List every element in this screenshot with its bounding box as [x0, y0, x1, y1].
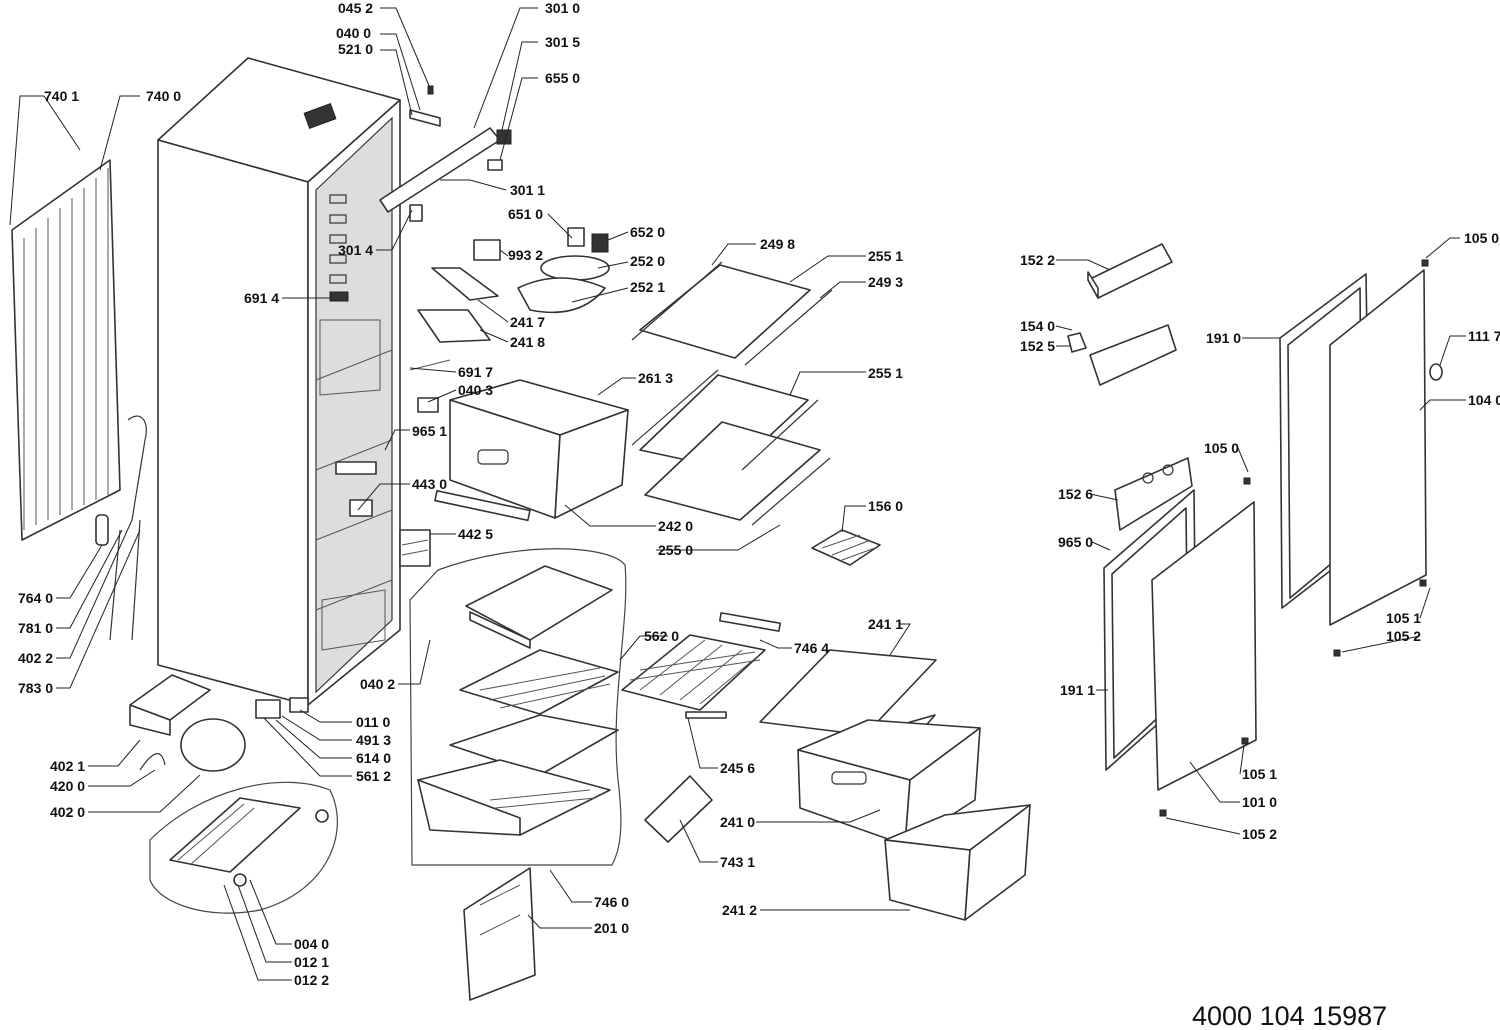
part-labels: 045 2 040 0 521 0 301 0 301 5 655 0 301 …: [18, 0, 1500, 1030]
label-105-0-a: 105 0: [1464, 230, 1499, 246]
label-255-1-b: 255 1: [868, 365, 903, 381]
label-420-0: 420 0: [50, 778, 85, 794]
ice-tray: [811, 529, 881, 566]
upper-glass-shelves: [631, 261, 833, 526]
wire-shelf: [621, 612, 782, 719]
label-491-3: 491 3: [356, 732, 391, 748]
label-562-0: 562 0: [644, 628, 679, 644]
label-442-5: 442 5: [458, 526, 493, 542]
label-191-0: 191 0: [1206, 330, 1241, 346]
leader-lines: [9, 7, 1466, 981]
label-402-0: 402 0: [50, 804, 85, 820]
label-965-1: 965 1: [412, 423, 447, 439]
condenser-coil: [11, 159, 147, 641]
label-746-4: 746 4: [794, 640, 829, 656]
label-691-7: 691 7: [458, 364, 493, 380]
document-number: 4000 104 15987: [1192, 1001, 1387, 1030]
label-241-2: 241 2: [722, 902, 757, 918]
label-156-0: 156 0: [868, 498, 903, 514]
label-011-0: 011 0: [356, 714, 390, 730]
evaporator-cover: [463, 775, 713, 1001]
label-740-1: 740 1: [44, 88, 79, 104]
freezer-evaporator-group: [409, 548, 627, 866]
label-655-0: 655 0: [545, 70, 580, 86]
crisper-drawer: [434, 379, 629, 522]
label-012-2: 012 2: [294, 972, 329, 988]
label-012-1: 012 1: [294, 954, 329, 970]
label-111-7: 111 7: [1468, 328, 1500, 344]
label-152-2: 152 2: [1020, 252, 1055, 268]
label-301-1: 301 1: [510, 182, 545, 198]
label-746-0: 746 0: [594, 894, 629, 910]
label-614-0: 614 0: [356, 750, 391, 766]
label-443-0: 443 0: [412, 476, 447, 492]
label-241-0: 241 0: [720, 814, 755, 830]
thermostat-lamp-parts: [473, 227, 610, 314]
label-191-1: 191 1: [1060, 682, 1095, 698]
label-154-0: 154 0: [1020, 318, 1055, 334]
cabinet-body: [157, 57, 401, 713]
label-301-0: 301 0: [545, 0, 580, 16]
label-105-2-b: 105 2: [1242, 826, 1277, 842]
label-252-0: 252 0: [630, 253, 665, 269]
label-301-5: 301 5: [545, 34, 580, 50]
label-105-1-b: 105 1: [1242, 766, 1277, 782]
label-993-2: 993 2: [508, 247, 543, 263]
freezer-drawers: [759, 649, 1031, 921]
fan-damper: [335, 461, 431, 567]
label-249-8: 249 8: [760, 236, 795, 252]
label-521-0: 521 0: [338, 41, 373, 57]
label-783-0: 783 0: [18, 680, 53, 696]
label-201-0: 201 0: [594, 920, 629, 936]
label-402-1: 402 1: [50, 758, 85, 774]
label-040-2: 040 2: [360, 676, 395, 692]
lower-door: [1103, 477, 1257, 817]
label-691-4: 691 4: [244, 290, 279, 306]
label-241-1: 241 1: [868, 616, 903, 632]
label-152-5: 152 5: [1020, 338, 1055, 354]
label-104-0: 104 0: [1468, 392, 1500, 408]
label-152-6: 152 6: [1058, 486, 1093, 502]
label-781-0: 781 0: [18, 620, 53, 636]
label-040-0: 040 0: [336, 25, 371, 41]
door-bins: [1067, 243, 1193, 531]
label-743-1: 743 1: [720, 854, 755, 870]
label-402-2: 402 2: [18, 650, 53, 666]
label-740-0: 740 0: [146, 88, 181, 104]
label-242-0: 242 0: [658, 518, 693, 534]
label-105-1-a: 105 1: [1386, 610, 1421, 626]
label-301-4: 301 4: [338, 242, 373, 258]
upper-door: [1279, 259, 1443, 657]
label-561-2: 561 2: [356, 768, 391, 784]
label-241-8: 241 8: [510, 334, 545, 350]
label-004-0: 004 0: [294, 936, 329, 952]
label-045-2: 045 2: [338, 0, 373, 16]
top-parts: [379, 85, 512, 222]
label-255-1-a: 255 1: [868, 248, 903, 264]
label-965-0: 965 0: [1058, 534, 1093, 550]
label-241-7: 241 7: [510, 314, 545, 330]
label-249-3: 249 3: [868, 274, 903, 290]
label-105-0-b: 105 0: [1204, 440, 1239, 456]
label-261-3: 261 3: [638, 370, 673, 386]
compressor-base: [129, 674, 338, 914]
label-252-1: 252 1: [630, 279, 665, 295]
label-245-6: 245 6: [720, 760, 755, 776]
label-101-0: 101 0: [1242, 794, 1277, 810]
label-105-2-a: 105 2: [1386, 628, 1421, 644]
label-040-3: 040 3: [458, 382, 493, 398]
label-651-0: 651 0: [508, 206, 543, 222]
left-small-shelves: [409, 267, 499, 413]
label-764-0: 764 0: [18, 590, 53, 606]
label-652-0: 652 0: [630, 224, 665, 240]
label-255-0: 255 0: [658, 542, 693, 558]
